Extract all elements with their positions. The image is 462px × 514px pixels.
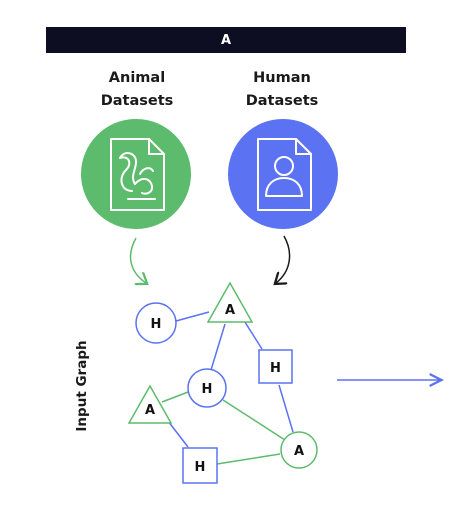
human-dataset-node	[228, 119, 338, 229]
svg-text:H: H	[151, 317, 162, 332]
human-to-graph-arrow	[276, 235, 291, 283]
svg-text:H: H	[202, 382, 213, 397]
svg-text:H: H	[270, 361, 281, 376]
edge-h3-a2	[161, 391, 189, 403]
squirrel-file-icon	[110, 138, 165, 211]
person-file-icon	[257, 138, 312, 211]
animal-datasets-label: Animal Datasets	[100, 70, 174, 109]
edge-h3-a3	[222, 399, 286, 441]
panel-title: A	[220, 32, 232, 48]
edge-a1-h2	[242, 318, 263, 350]
edge-h4-a3	[216, 453, 281, 465]
svg-text:A: A	[225, 303, 235, 318]
edge-a2-h4	[167, 420, 189, 448]
animal-to-graph-arrow	[129, 237, 146, 283]
graph-node-a3: A	[280, 431, 318, 469]
animal-dataset-node	[81, 119, 191, 229]
graph-node-h3: H	[187, 368, 227, 408]
graph-node-h1: H	[135, 302, 177, 344]
graph-node-a1: A	[206, 281, 254, 323]
svg-text:A: A	[294, 444, 304, 459]
edge-a1-h3	[210, 323, 226, 371]
svg-text:A: A	[145, 403, 155, 418]
human-datasets-label: Human Datasets	[245, 70, 319, 109]
graph-node-h4: H	[182, 447, 218, 484]
graph-node-h2: H	[258, 349, 293, 384]
panel-title-bar: A	[46, 27, 406, 53]
graph-node-a2: A	[127, 384, 173, 424]
svg-text:H: H	[195, 460, 206, 475]
edge-h2-a3	[278, 384, 294, 433]
edge-h1-a1	[175, 311, 210, 322]
